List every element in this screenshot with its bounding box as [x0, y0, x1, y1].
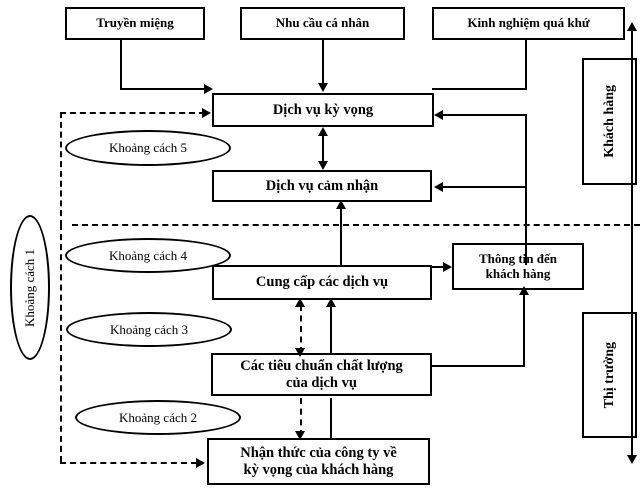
box-past-experience-label: Kinh nghiệm quá khứ	[467, 15, 590, 31]
gap-1-ellipse: Khoảng cách 1	[10, 215, 50, 360]
box-external-communication: Thông tin đến khách hàng	[452, 243, 584, 290]
box-personal-needs-label: Nhu cầu cá nhân	[275, 15, 370, 31]
arrowhead-standards-to-communication	[519, 286, 529, 295]
gap-4-label: Khoảng cách 4	[109, 247, 187, 263]
arrowhead-delivery-to-communication	[443, 262, 452, 272]
connector-word-of-mouth-vertical	[120, 40, 122, 90]
arrowhead-outer-rail-top	[627, 22, 637, 31]
connector-customer-to-perceived	[443, 186, 527, 188]
connector-past-experience-vertical	[525, 40, 527, 90]
gap2-dashed-vertical	[300, 398, 302, 436]
box-quality-standards-line2: của dịch vụ	[286, 374, 357, 391]
side-label-provider: Thị trường	[582, 312, 637, 438]
box-external-communication-line1: Thông tin đến	[478, 250, 558, 266]
arrowhead-gap3-down	[295, 348, 305, 357]
arrowhead-customer-to-expected	[434, 110, 443, 120]
gap-3-label: Khoảng cách 3	[110, 321, 188, 337]
arrowhead-gap2-down	[295, 431, 305, 440]
box-service-delivery-label: Cung cấp các dịch vụ	[255, 274, 389, 291]
gap1-dashed-rail	[60, 224, 62, 462]
connector-word-of-mouth-horizontal	[120, 88, 210, 90]
gap1-dashed-horizontal	[60, 462, 197, 464]
box-company-perception-line2: kỳ vọng của khách hàng	[243, 461, 394, 478]
connector-perception-to-standards	[330, 398, 332, 440]
arrowhead-word-of-mouth	[204, 84, 213, 94]
connector-personal-needs-vertical	[322, 40, 324, 84]
box-expected-service: Dịch vụ kỳ vọng	[212, 93, 434, 127]
box-expected-service-label: Dịch vụ kỳ vọng	[272, 101, 374, 118]
gap-1-label: Khoảng cách 1	[22, 248, 37, 327]
connector-delivery-to-communication	[432, 266, 444, 268]
side-label-provider-text: Thị trường	[601, 341, 617, 409]
arrowhead-gap1	[196, 458, 205, 468]
arrowhead-expected-perceived-up	[318, 127, 328, 136]
arrowhead-delivery-to-perceived	[336, 200, 346, 209]
gap-5-label: Khoảng cách 5	[109, 140, 187, 155]
box-company-perception: Nhận thức của công ty về kỳ vọng của khá…	[207, 438, 430, 485]
gap5-dashed-horizontal	[60, 112, 205, 114]
connector-standards-to-communication-v	[523, 292, 525, 366]
box-company-perception-line1: Nhận thức của công ty về	[240, 445, 397, 462]
arrowhead-outer-rail-bottom	[627, 455, 637, 464]
gap-2-label: Khoảng cách 2	[119, 409, 197, 425]
side-label-customer: Khách hàng	[582, 58, 637, 185]
box-quality-standards-line1: Các tiêu chuẩn chất lượng	[240, 358, 403, 375]
connector-delivery-to-perceived	[340, 207, 342, 265]
box-perceived-service-label: Dịch vụ cảm nhận	[265, 177, 379, 194]
gap-3-ellipse: Khoảng cách 3	[66, 312, 232, 347]
gap-2-ellipse: Khoảng cách 2	[75, 400, 241, 435]
box-external-communication-line2: khách hàng	[485, 265, 551, 281]
arrowhead-standards-to-delivery	[326, 298, 336, 307]
arrowhead-gap3-up	[295, 298, 305, 307]
box-perceived-service: Dịch vụ cảm nhận	[212, 170, 432, 202]
arrowhead-expected-perceived-down	[318, 161, 328, 170]
arrowhead-personal-needs	[318, 83, 328, 92]
gap3-dashed-vertical	[300, 305, 302, 353]
connector-communication-vertical-up	[525, 243, 527, 265]
connector-standards-to-communication-h	[432, 365, 525, 367]
arrowhead-customer-to-perceived	[434, 182, 443, 192]
gap-4-ellipse: Khoảng cách 4	[65, 238, 231, 273]
connector-past-experience-horizontal	[432, 88, 527, 90]
box-past-experience: Kinh nghiệm quá khứ	[432, 7, 625, 40]
gap-5-ellipse: Khoảng cách 5	[65, 130, 231, 166]
box-service-delivery: Cung cấp các dịch vụ	[212, 265, 432, 300]
connector-customer-rail-vertical	[525, 115, 527, 265]
box-word-of-mouth: Truyền miệng	[65, 7, 205, 40]
connector-customer-to-expected	[443, 114, 527, 116]
gap5-dashed-vertical	[60, 112, 62, 226]
connector-expected-perceived	[322, 132, 324, 166]
box-personal-needs: Nhu cầu cá nhân	[240, 7, 405, 40]
box-word-of-mouth-label: Truyền miệng	[96, 15, 174, 31]
connector-standards-to-delivery	[330, 305, 332, 353]
side-label-customer-text: Khách hàng	[601, 85, 617, 158]
box-quality-standards: Các tiêu chuẩn chất lượng của dịch vụ	[211, 353, 432, 396]
connector-outer-rail	[631, 28, 633, 458]
divider-customer-provider	[72, 224, 640, 226]
arrowhead-gap5	[202, 108, 211, 118]
